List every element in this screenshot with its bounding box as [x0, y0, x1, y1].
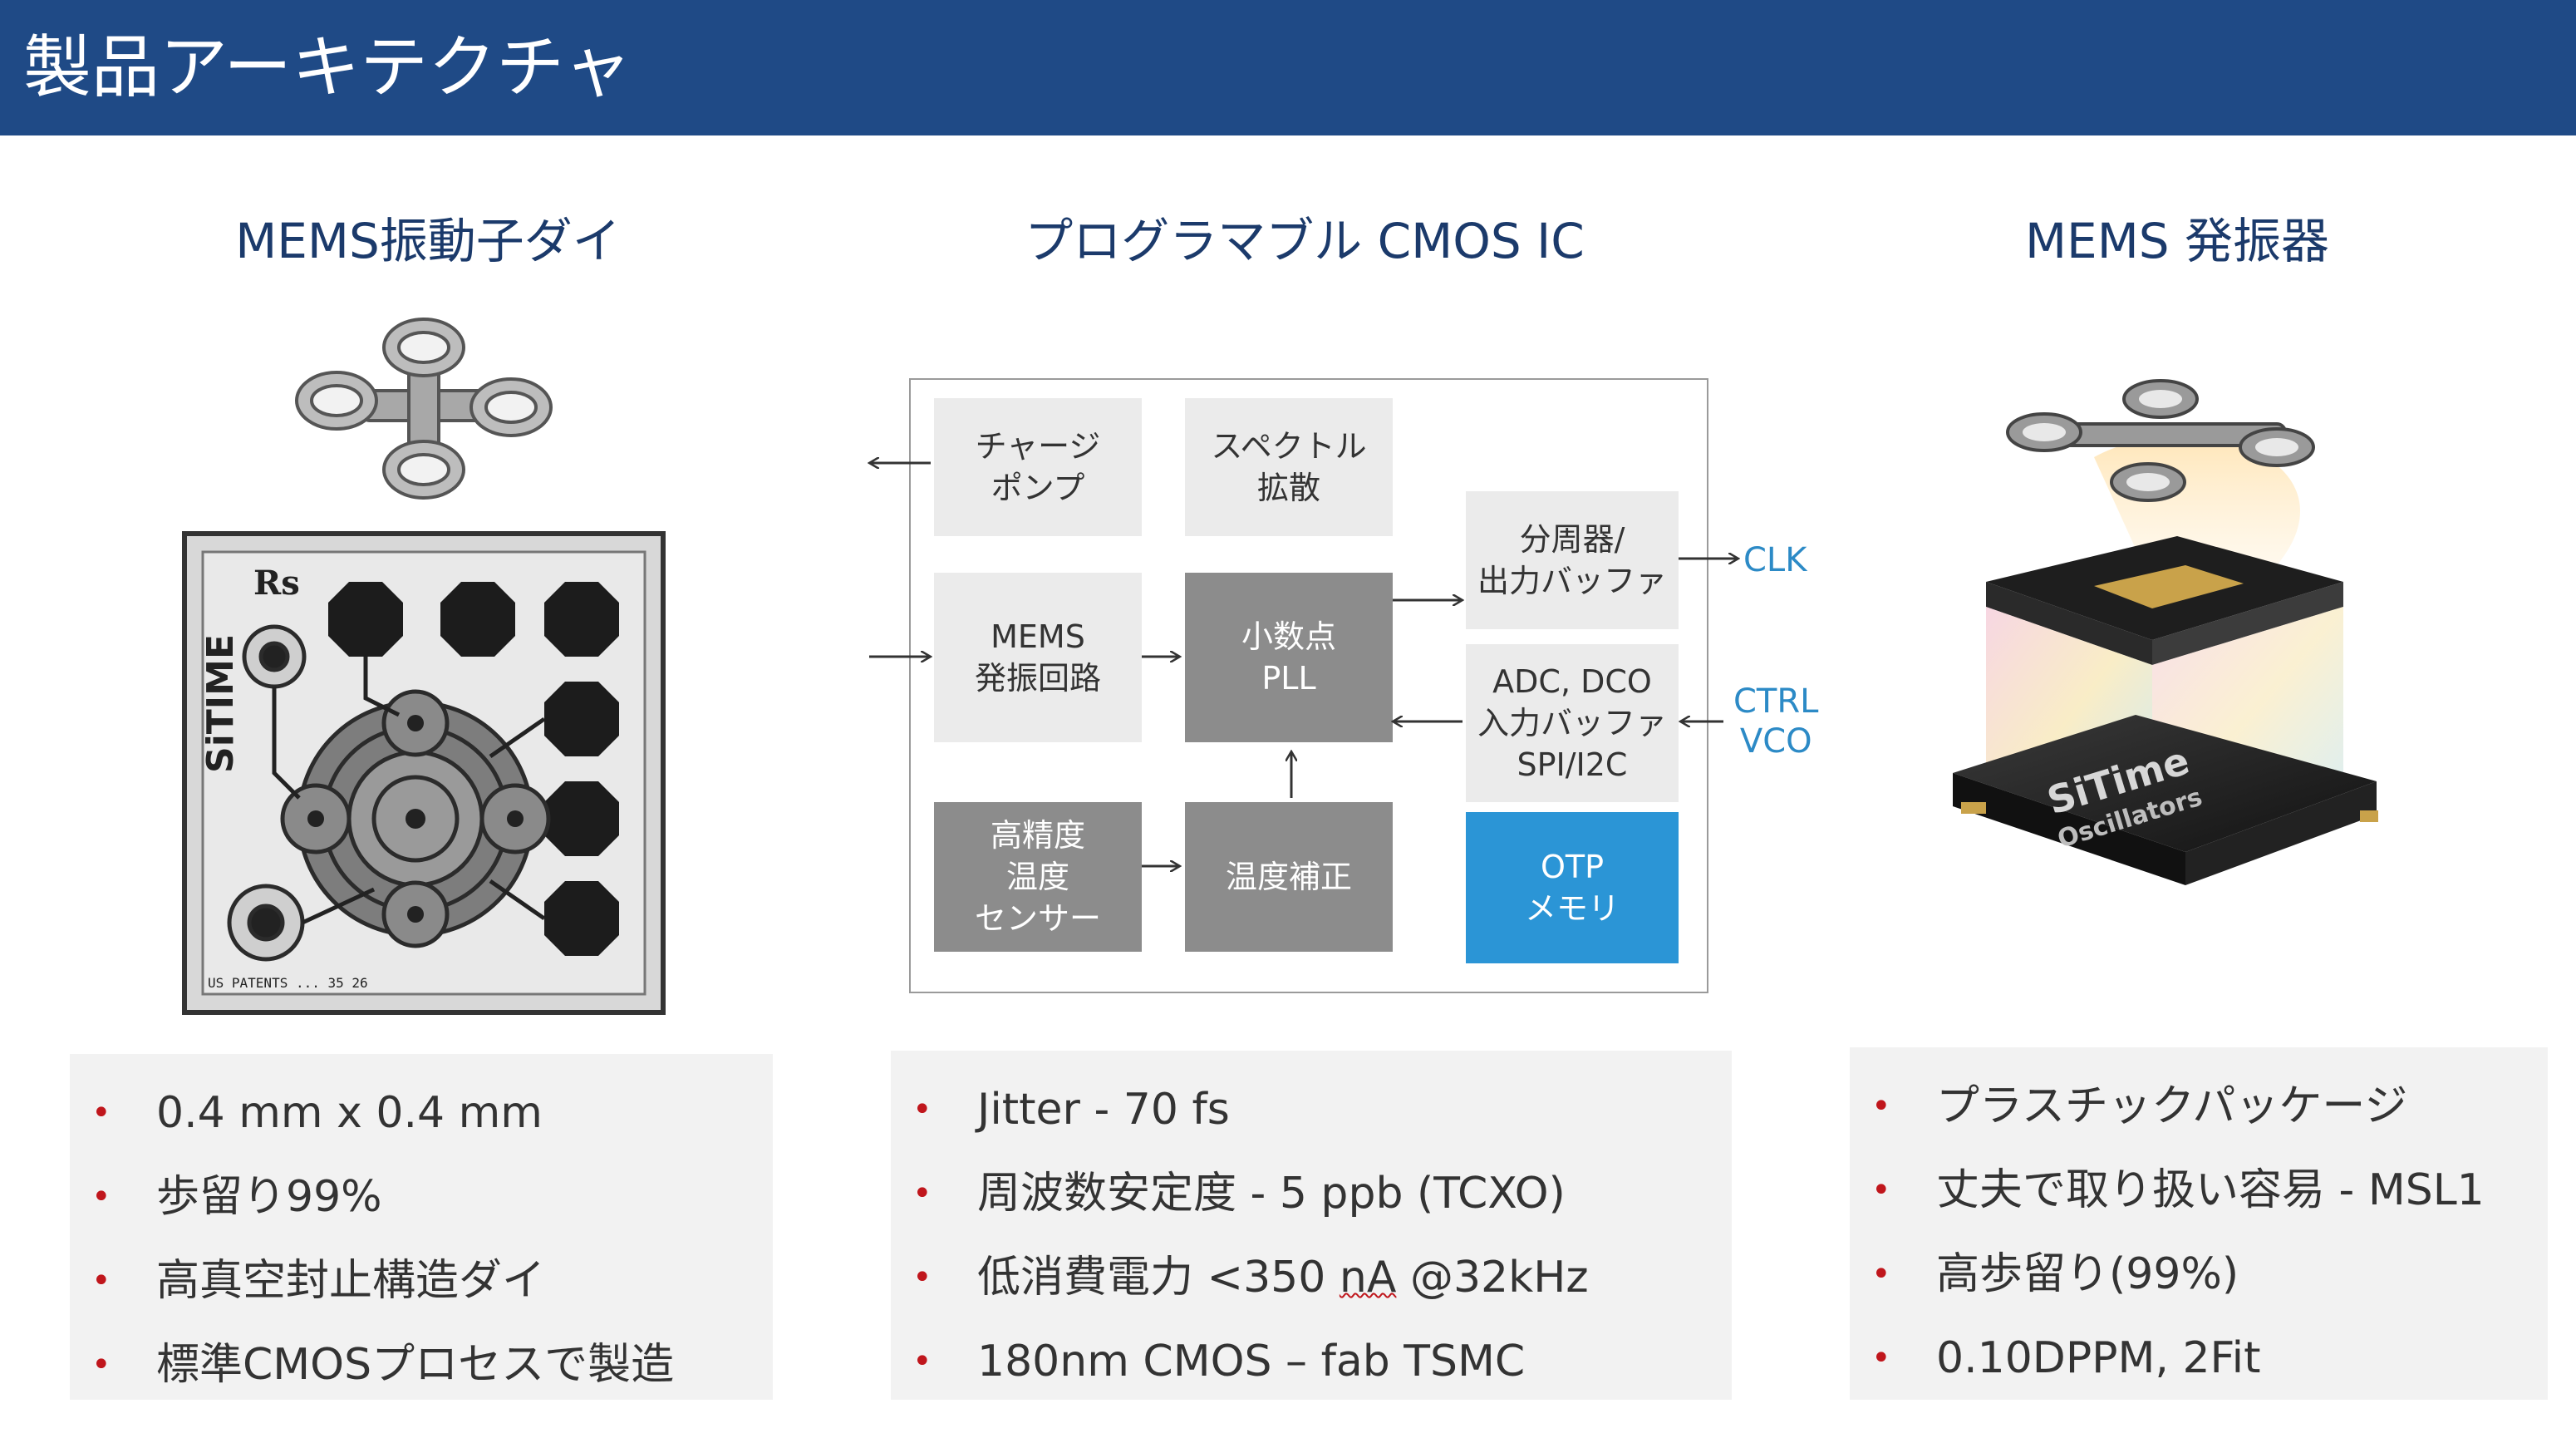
- die-brand-text: SiTIME: [199, 634, 242, 773]
- block-spread-spectrum: スペクトル 拡散: [1185, 398, 1393, 536]
- spellcheck-underlined-word: nA: [1339, 1253, 1397, 1303]
- list-item: •歩留り99%: [70, 1168, 773, 1252]
- block-charge-pump: チャージ ポンプ: [934, 398, 1142, 536]
- bullet-icon: •: [1871, 1255, 1891, 1293]
- oscillator-features-panel: •プラスチックパッケージ •丈夫で取り扱い容易 - MSL1 •高歩留り(99%…: [1850, 1047, 2548, 1400]
- mems-die-image: SiTIME Rs US PATENTS ... 35 26: [175, 308, 673, 1034]
- block-otp-memory: OTP メモリ: [1466, 812, 1679, 963]
- list-item: •Jitter - 70 fs: [891, 1081, 1732, 1165]
- bullet-icon: •: [1871, 1087, 1891, 1125]
- cmos-features-panel: •Jitter - 70 fs •周波数安定度 - 5 ppb (TCXO) •…: [891, 1051, 1732, 1400]
- bullet-icon: •: [91, 1262, 111, 1300]
- list-item: •標準CMOSプロセスで製造: [70, 1336, 773, 1420]
- block-fractional-pll: 小数点 PLL: [1185, 573, 1393, 742]
- die-mark-text: Rs: [253, 564, 300, 603]
- bullet-icon: •: [91, 1178, 111, 1216]
- block-divider-output-buffer: 分周器/ 出力バッファ: [1466, 491, 1679, 629]
- column-title-oscillator: MEMS 発振器: [2025, 213, 2329, 269]
- mems-die-illustration: SiTIME Rs US PATENTS ... 35 26: [182, 318, 666, 1015]
- bullet-icon: •: [912, 1091, 932, 1129]
- list-item: •高真空封止構造ダイ: [70, 1252, 773, 1336]
- mems-oscillator-package-image: SiTime Oscillators: [1928, 366, 2410, 968]
- list-item: •丈夫で取り扱い容易 - MSL1: [1850, 1161, 2548, 1245]
- column-title-cmos: プログラマブル CMOS IC: [1025, 213, 1585, 269]
- bullet-icon: •: [91, 1094, 111, 1132]
- list-item: •180nm CMOS – fab TSMC: [891, 1332, 1732, 1416]
- die-footer-text: US PATENTS ... 35 26: [208, 975, 368, 991]
- cmos-block-diagram: チャージ ポンプ スペクトル 拡散 MEMS 発振回路 小数点 PLL 分周器/…: [909, 378, 1708, 993]
- bullet-icon: •: [912, 1342, 932, 1381]
- list-item: •プラスチックパッケージ: [1850, 1077, 2548, 1161]
- header-bar: 製品アーキテクチャ: [0, 0, 2576, 135]
- bullet-icon: •: [912, 1258, 932, 1297]
- block-adc-dco: ADC, DCO 入力バッファ SPI/I2C: [1466, 644, 1679, 802]
- block-temp-compensation: 温度補正: [1185, 802, 1393, 952]
- list-item: •高歩留り(99%): [1850, 1245, 2548, 1329]
- output-label-ctrl-vco: CTRL VCO: [1733, 682, 1819, 761]
- oscillator-package-illustration: SiTime Oscillators: [1953, 379, 2378, 885]
- output-label-clk: CLK: [1743, 541, 1807, 579]
- list-item: •周波数安定度 - 5 ppb (TCXO): [891, 1165, 1732, 1248]
- column-title-die: MEMS振動子ダイ: [235, 213, 621, 269]
- list-item: •低消費電力 <350 nA @32kHz: [891, 1248, 1732, 1332]
- die-features-panel: •0.4 mm x 0.4 mm •歩留り99% •高真空封止構造ダイ •標準C…: [70, 1054, 773, 1400]
- list-item: •0.4 mm x 0.4 mm: [70, 1084, 773, 1168]
- list-item: •0.10DPPM, 2Fit: [1850, 1329, 2548, 1413]
- block-mems-oscillator: MEMS 発振回路: [934, 573, 1142, 742]
- bullet-icon: •: [912, 1174, 932, 1213]
- bullet-icon: •: [91, 1346, 111, 1384]
- page-title: 製品アーキテクチャ: [23, 28, 632, 107]
- bullet-icon: •: [1871, 1171, 1891, 1209]
- block-temp-sensor: 高精度 温度 センサー: [934, 802, 1142, 952]
- bullet-icon: •: [1871, 1339, 1891, 1377]
